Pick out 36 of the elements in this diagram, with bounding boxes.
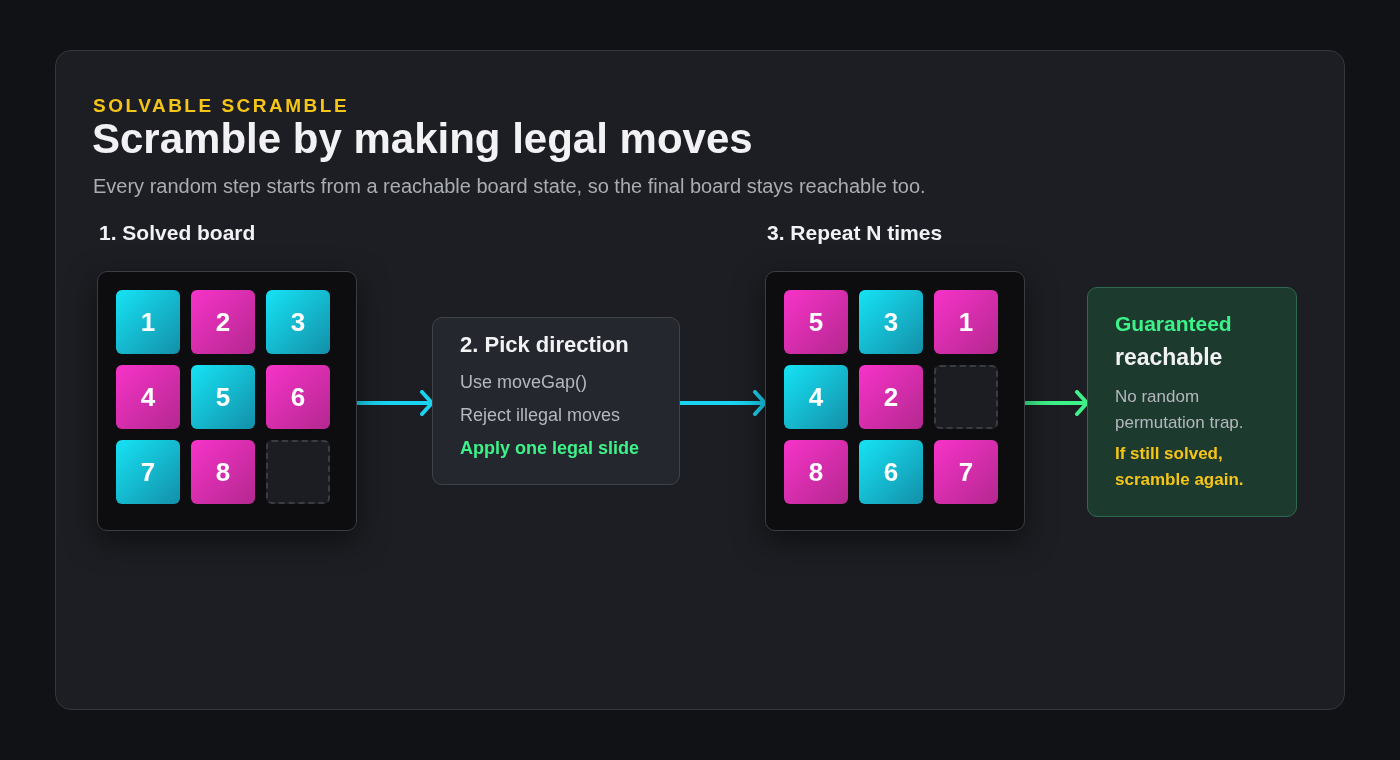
number-tile: 8	[784, 440, 848, 504]
number-tile: 3	[266, 290, 330, 354]
number-tile: 4	[116, 365, 180, 429]
result-card	[1087, 287, 1297, 517]
number-tile: 1	[116, 290, 180, 354]
number-tile: 4	[784, 365, 848, 429]
number-tile: 6	[266, 365, 330, 429]
body-text: Use moveGap()	[460, 372, 589, 393]
number-tile: 5	[191, 365, 255, 429]
board-heading: 3. Repeat N times	[767, 221, 943, 245]
title-text: Scramble by making legal moves	[92, 115, 753, 163]
arrow	[355, 390, 434, 416]
number-tile: 7	[116, 440, 180, 504]
board-heading: 1. Solved board	[99, 221, 256, 245]
number-tile: 5	[784, 290, 848, 354]
number-tile: 2	[191, 290, 255, 354]
subtitle-text: Every random step starts from a reachable board state, so the final board stays reachable too.	[93, 175, 926, 198]
number-tile: 3	[859, 290, 923, 354]
number-tile: 7	[934, 440, 998, 504]
empty-tile-slot	[934, 365, 998, 429]
eyebrow-text: SOLVABLE SCRAMBLE	[93, 95, 350, 117]
step-heading: 2. Pick direction	[460, 332, 630, 358]
step-box	[432, 317, 680, 485]
empty-tile-slot	[266, 440, 330, 504]
body-text: Reject illegal moves	[460, 405, 622, 426]
callout-heading: Guaranteed	[1115, 311, 1233, 337]
callout-heading: reachable	[1115, 342, 1224, 372]
number-tile: 1	[934, 290, 998, 354]
arrow	[1023, 390, 1089, 416]
body-text: No random permutation trap.	[1115, 386, 1245, 434]
warning-text: If still solved, scramble again.	[1115, 443, 1245, 491]
number-tile: 2	[859, 365, 923, 429]
number-tile: 6	[859, 440, 923, 504]
number-tile: 8	[191, 440, 255, 504]
arrow	[678, 390, 767, 416]
highlight-text: Apply one legal slide	[460, 438, 641, 459]
